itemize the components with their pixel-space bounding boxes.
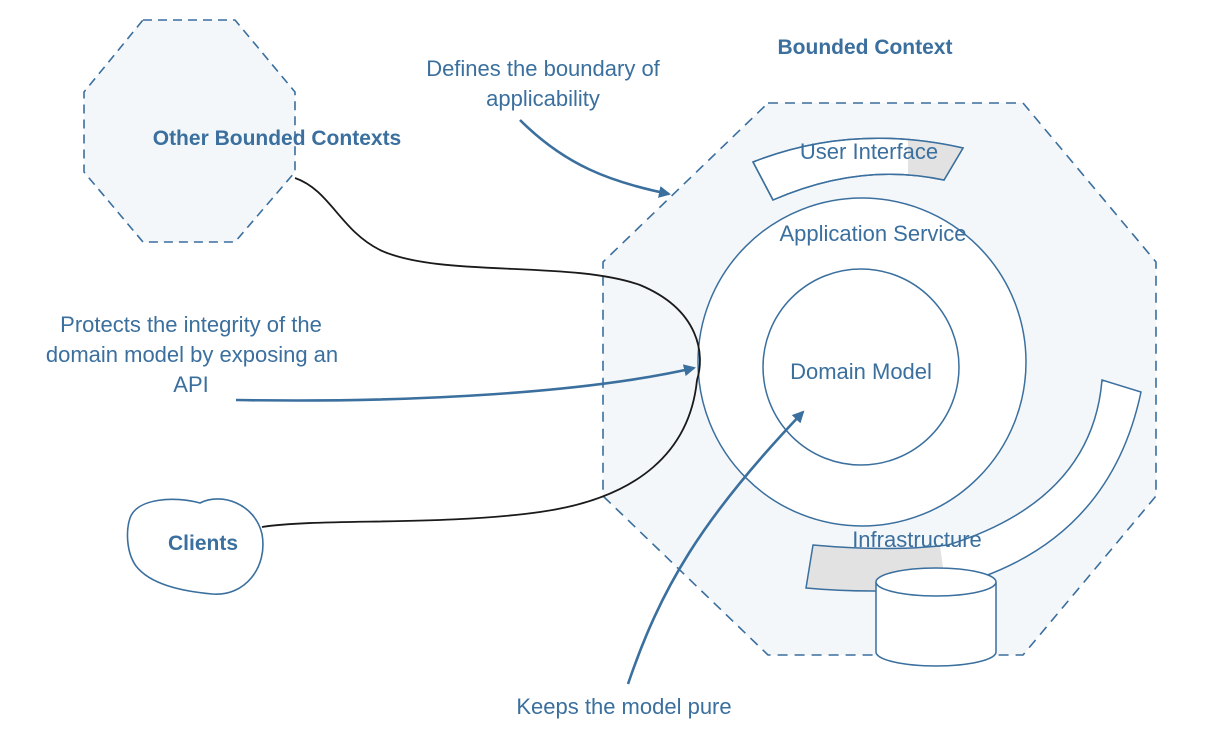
infrastructure-band-outline (805, 379, 1142, 592)
arrow-boundary (519, 119, 671, 198)
annotation-api-line3: API (173, 372, 208, 397)
user-interface-band-outline (751, 137, 965, 201)
arrow-pure (626, 410, 805, 685)
other-contexts-octagon (83, 19, 296, 243)
user-interface-label: User Interface (800, 139, 938, 164)
clients-label: Clients (168, 532, 238, 555)
annotation-api-line2: domain model by exposing an (46, 342, 338, 367)
application-service-label: Application Service (779, 221, 966, 246)
domain-model-label: Domain Model (790, 359, 932, 384)
annotation-boundary-line1: Defines the boundary of (426, 56, 660, 81)
domain-model-circle (762, 268, 960, 466)
other-contexts-label: Other Bounded Contexts (153, 127, 402, 150)
clients-blob (126, 498, 264, 595)
infrastructure-label: Infrastructure (852, 527, 982, 552)
annotation-api-line1: Protects the integrity of the (60, 312, 322, 337)
connector-other-contexts (294, 177, 701, 381)
annotation-boundary-line2: applicability (486, 86, 600, 111)
annotation-pure: Keeps the model pure (516, 694, 731, 719)
database-icon (875, 567, 997, 667)
connector-clients (261, 379, 698, 528)
bounded-context-title: Bounded Context (778, 36, 953, 59)
arrow-api (235, 364, 696, 402)
